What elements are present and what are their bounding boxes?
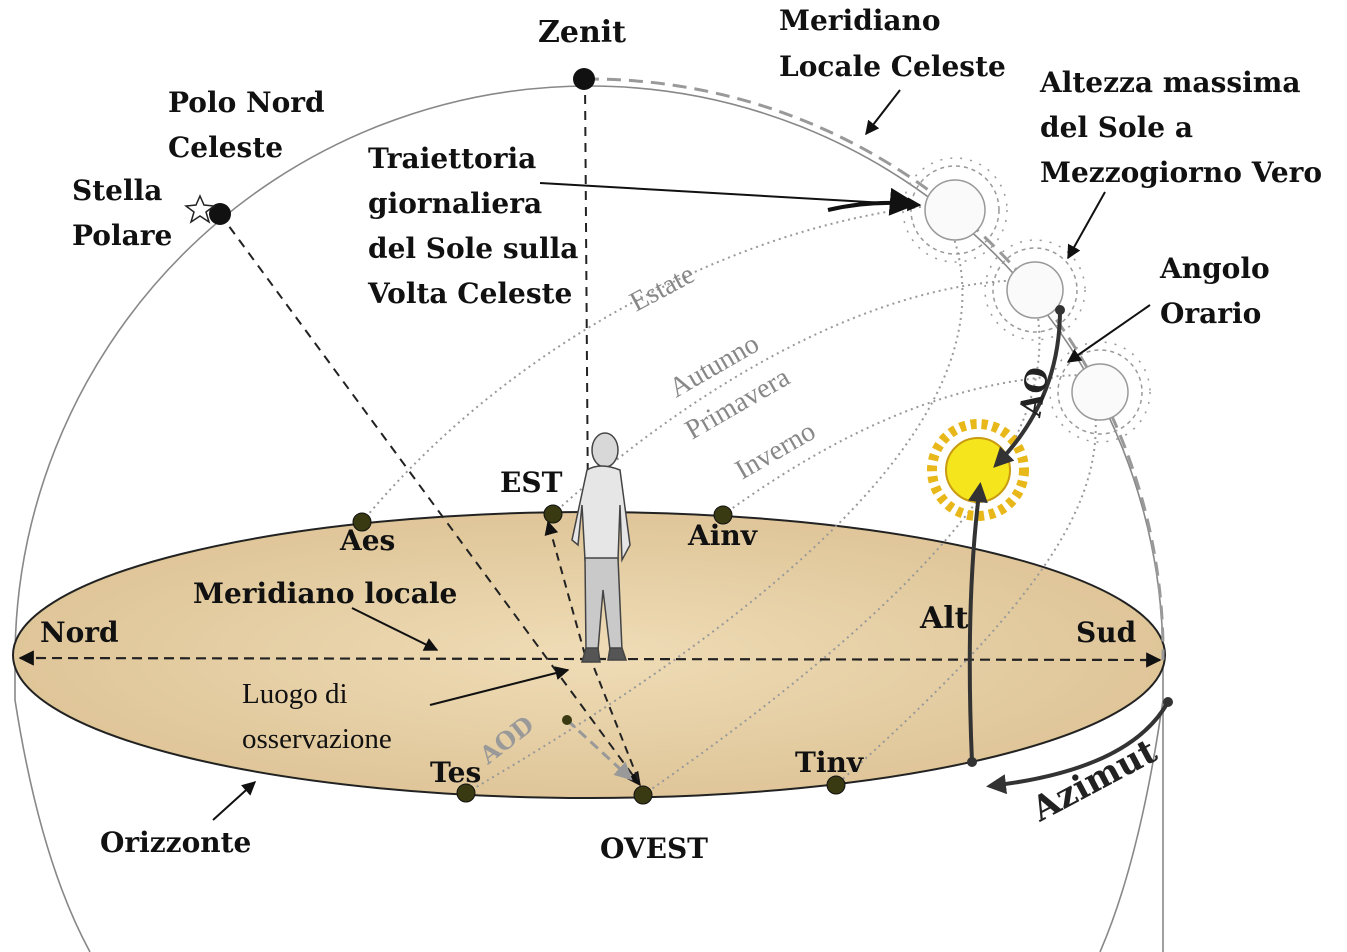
meridiano-celeste-label-1: Meridiano (779, 4, 941, 37)
ovest-point (634, 786, 652, 804)
stella-label-1: Stella (72, 174, 162, 207)
aod-origin-dot (562, 715, 572, 725)
polo-label-2: Celeste (168, 131, 283, 164)
tes-label: Tes (430, 756, 481, 789)
tinv-label: Tinv (795, 746, 864, 779)
aes-label: Aes (339, 524, 395, 557)
altezza-label-2: del Sole a (1040, 111, 1193, 144)
traiettoria-label-4: Volta Celeste (367, 277, 572, 310)
zenit-label: Zenit (538, 15, 626, 50)
estate-label: Estate (625, 259, 700, 318)
meridiano-locale-label: Meridiano locale (193, 577, 457, 610)
stella-label-2: Polare (72, 219, 172, 252)
winter-noon-sun-icon (1050, 342, 1150, 442)
luogo-label-1: Luogo di (242, 678, 348, 710)
traiettoria-label-3: del Sole sulla (368, 232, 578, 265)
meridiano-celeste-label-2: Locale Celeste (779, 50, 1006, 83)
nord-label: Nord (40, 616, 119, 649)
ovest-label: OVEST (600, 832, 708, 865)
est-label: EST (500, 466, 563, 499)
altezza-label-1: Altezza massima (1039, 66, 1301, 99)
inverno-label: Inverno (730, 416, 821, 486)
altezza-label-3: Mezzogiorno Vero (1040, 156, 1322, 189)
traiettoria-label-1: Traiettoria (368, 142, 536, 175)
angolo-label-2: Orario (1160, 297, 1261, 330)
polo-label-1: Polo Nord (168, 86, 325, 119)
ainv-label: Ainv (687, 519, 758, 552)
ao-label: AO (1013, 365, 1056, 421)
zenit-point (573, 68, 595, 90)
orizzonte-label: Orizzonte (100, 826, 251, 859)
traiettoria-label-2: giornaliera (368, 187, 542, 220)
luogo-label-2: osservazione (242, 723, 392, 755)
est-point (544, 505, 562, 523)
summer-noon-sun-icon (903, 158, 1007, 262)
alt-label: Alt (919, 601, 969, 636)
angolo-label-1: Angolo (1159, 252, 1270, 285)
sud-label: Sud (1076, 616, 1136, 649)
